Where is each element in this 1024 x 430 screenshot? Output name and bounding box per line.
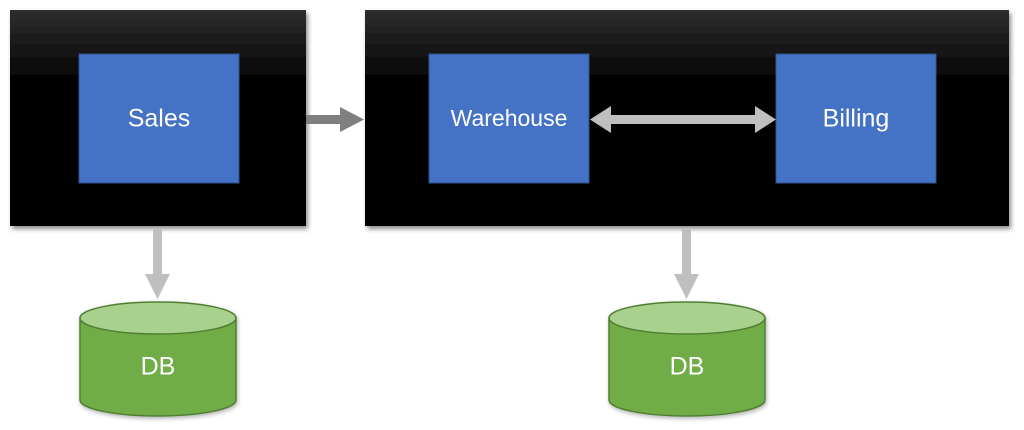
sales-to-db-arrow — [145, 228, 170, 299]
sales-node: Sales — [78, 53, 240, 184]
warehouse-node: Warehouse — [428, 53, 590, 184]
db-right-cylinder: DB — [608, 301, 766, 417]
billing-label: Billing — [823, 105, 890, 133]
billing-node: Billing — [775, 53, 937, 184]
warehouse-billing-arrow — [590, 106, 776, 133]
sales-to-warehouse-arrow — [306, 107, 364, 132]
sales-label: Sales — [128, 105, 191, 133]
warehouse-box — [428, 53, 590, 184]
db-left-cylinder: DB — [79, 301, 237, 417]
sales-box — [78, 53, 240, 184]
warehouse-to-db-arrow — [674, 228, 699, 299]
warehouse-label: Warehouse — [451, 105, 568, 131]
billing-box — [775, 53, 937, 184]
db-right-label: DB — [670, 353, 705, 381]
db-left-label: DB — [141, 353, 176, 381]
